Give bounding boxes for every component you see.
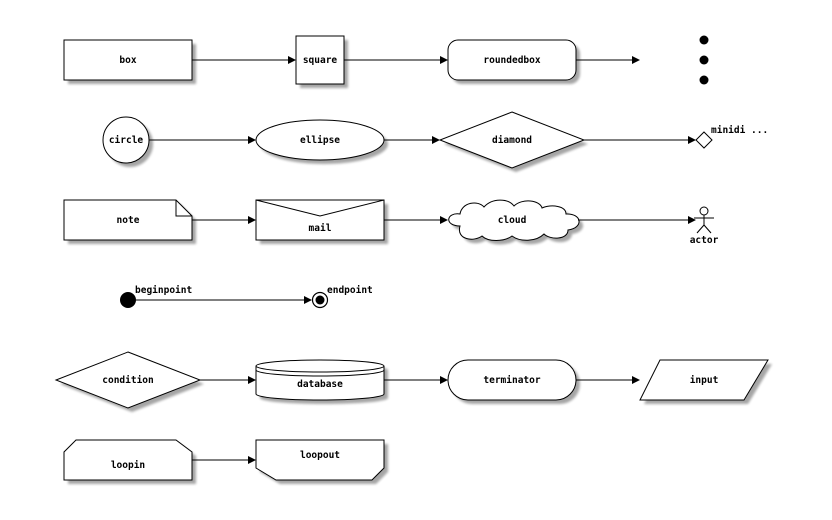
edge-note-mail <box>192 216 256 224</box>
ellipse-node: ellipse <box>255 119 388 164</box>
condition-label: condition <box>102 375 153 386</box>
note-label: note <box>117 215 140 226</box>
box-label: box <box>119 55 136 66</box>
actor-label: actor <box>690 235 719 246</box>
edge-terminator-input <box>576 376 640 384</box>
note-node: note <box>63 199 196 244</box>
roundedbox-label: roundedbox <box>483 55 540 66</box>
terminator-label: terminator <box>483 375 540 386</box>
edge-square-roundedbox <box>344 56 448 64</box>
input-node: input <box>639 359 772 404</box>
condition-node: condition <box>54 351 204 412</box>
minidiamond-node: minidi ... <box>695 125 768 149</box>
edge-box-square <box>192 56 296 64</box>
loopout-label: loopout <box>300 450 340 461</box>
input-label: input <box>690 375 719 386</box>
endpoint-node: endpoint <box>311 285 373 309</box>
mail-label: mail <box>309 223 332 234</box>
loopin-node: loopin <box>63 439 196 484</box>
endpoint-label: endpoint <box>327 285 373 296</box>
loopin-label: loopin <box>111 460 145 471</box>
edge-diamond-minidiamond <box>584 136 696 144</box>
database-node: database <box>255 359 388 404</box>
dots-node <box>699 35 709 85</box>
mail-node: mail <box>255 199 388 244</box>
minidiamond-label: minidi ... <box>711 125 768 136</box>
edge-condition-database <box>200 376 256 384</box>
loopout-node: loopout <box>255 439 388 484</box>
box-node: box <box>63 39 196 84</box>
terminator-node: terminator <box>447 359 580 404</box>
square-node: square <box>295 35 348 88</box>
edge-circle-ellipse <box>149 136 256 144</box>
beginpoint-label: beginpoint <box>135 285 192 296</box>
cloud-node: cloud <box>448 199 584 245</box>
circle-label: circle <box>109 135 144 146</box>
cloud-label: cloud <box>498 215 527 226</box>
edge-beginpoint-endpoint <box>136 296 312 304</box>
square-label: square <box>303 55 338 66</box>
edge-database-terminator <box>384 376 448 384</box>
diamond-node: diamond <box>438 111 588 172</box>
database-label: database <box>297 379 343 390</box>
beginpoint-node: beginpoint <box>120 285 192 308</box>
actor-icon <box>694 206 714 234</box>
edge-loopin-loopout <box>192 456 256 464</box>
circle-node: circle <box>102 116 153 167</box>
edge-mail-cloud <box>384 216 448 224</box>
roundedbox-node: roundedbox <box>447 39 580 84</box>
edge-ellipse-diamond <box>384 136 440 144</box>
edge-roundedbox-dots <box>576 56 640 64</box>
ellipse-label: ellipse <box>300 135 340 146</box>
edge-cloud-actor <box>578 216 696 224</box>
actor-node: actor <box>690 206 719 246</box>
diamond-label: diamond <box>492 135 532 146</box>
